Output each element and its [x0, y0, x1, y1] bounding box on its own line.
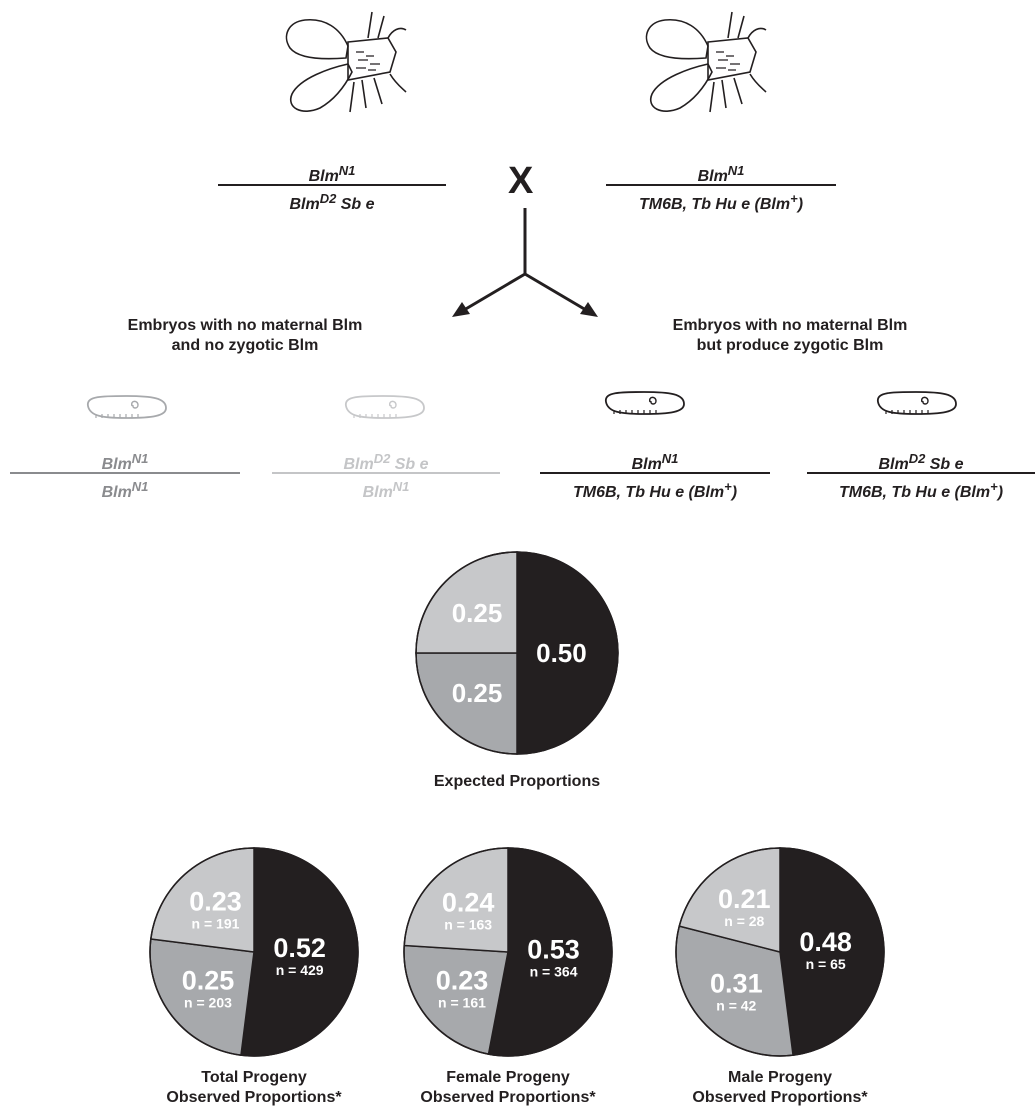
- pie-value-label: 0.48: [799, 927, 852, 957]
- embryo-icon: [605, 391, 685, 415]
- embryo-genotype: BlmD2 Sb e TM6B, Tb Hu e (Blm+): [807, 448, 1035, 501]
- pie-value-label: 0.24: [442, 888, 495, 918]
- father-genotype: BlmN1 TM6B, Tb Hu e (Blm+): [606, 160, 836, 213]
- pie-value-label: 0.53: [527, 934, 580, 964]
- pie-count-label: n = 42: [716, 998, 756, 1014]
- pie-outline: [675, 847, 885, 1057]
- pie-count-label: n = 65: [806, 956, 846, 972]
- pie-value-label: 0.25: [182, 966, 235, 996]
- pie-value-label: 0.23: [436, 966, 489, 996]
- pie-count-label: n = 203: [184, 995, 232, 1011]
- female-progeny-pie: 0.53n = 364 0.23n = 161 0.24n = 163: [403, 847, 613, 1057]
- expected-proportions-pie: 0.50 0.25 0.25: [415, 551, 619, 755]
- pie-count-label: n = 28: [724, 913, 764, 929]
- pie-outline: [403, 847, 613, 1057]
- pie-value-label: 0.50: [536, 638, 587, 668]
- embryo-genotype: BlmD2 Sb e BlmN1: [272, 448, 500, 501]
- pie-value-label: 0.31: [710, 969, 763, 999]
- cross-arrows: [452, 208, 598, 317]
- embryo-icon: [87, 395, 167, 419]
- embryo-genotype: BlmN1 TM6B, Tb Hu e (Blm+): [540, 448, 770, 501]
- female-fly-icon: [285, 11, 407, 113]
- male-progeny-pie: 0.48n = 65 0.31n = 42 0.21n = 28: [675, 847, 885, 1057]
- pie-count-label: n = 191: [192, 915, 240, 931]
- total-progeny-pie: 0.52n = 429 0.25n = 203 0.23n = 191: [149, 847, 359, 1057]
- pie-count-label: n = 161: [438, 995, 486, 1011]
- pie-count-label: n = 429: [276, 962, 324, 978]
- pie-value-label: 0.25: [452, 678, 503, 708]
- pie-outline: [149, 847, 359, 1057]
- pie-count-label: n = 163: [444, 917, 492, 933]
- embryo-icon: [877, 391, 957, 415]
- cross-symbol: X: [508, 160, 534, 202]
- pie-outline: [415, 551, 619, 755]
- pie-value-label: 0.25: [452, 598, 503, 628]
- male-fly-icon: [645, 11, 767, 113]
- pie-value-label: 0.52: [273, 933, 326, 963]
- pie-value-label: 0.23: [189, 886, 242, 916]
- mother-genotype: BlmN1 BlmD2 Sb e: [218, 160, 446, 213]
- embryo-icon: [345, 395, 425, 419]
- pie-count-label: n = 364: [530, 963, 578, 979]
- embryo-genotype: BlmN1 BlmN1: [10, 448, 240, 501]
- pie-value-label: 0.21: [718, 884, 771, 914]
- expected-proportions-title: Expected Proportions: [433, 773, 601, 790]
